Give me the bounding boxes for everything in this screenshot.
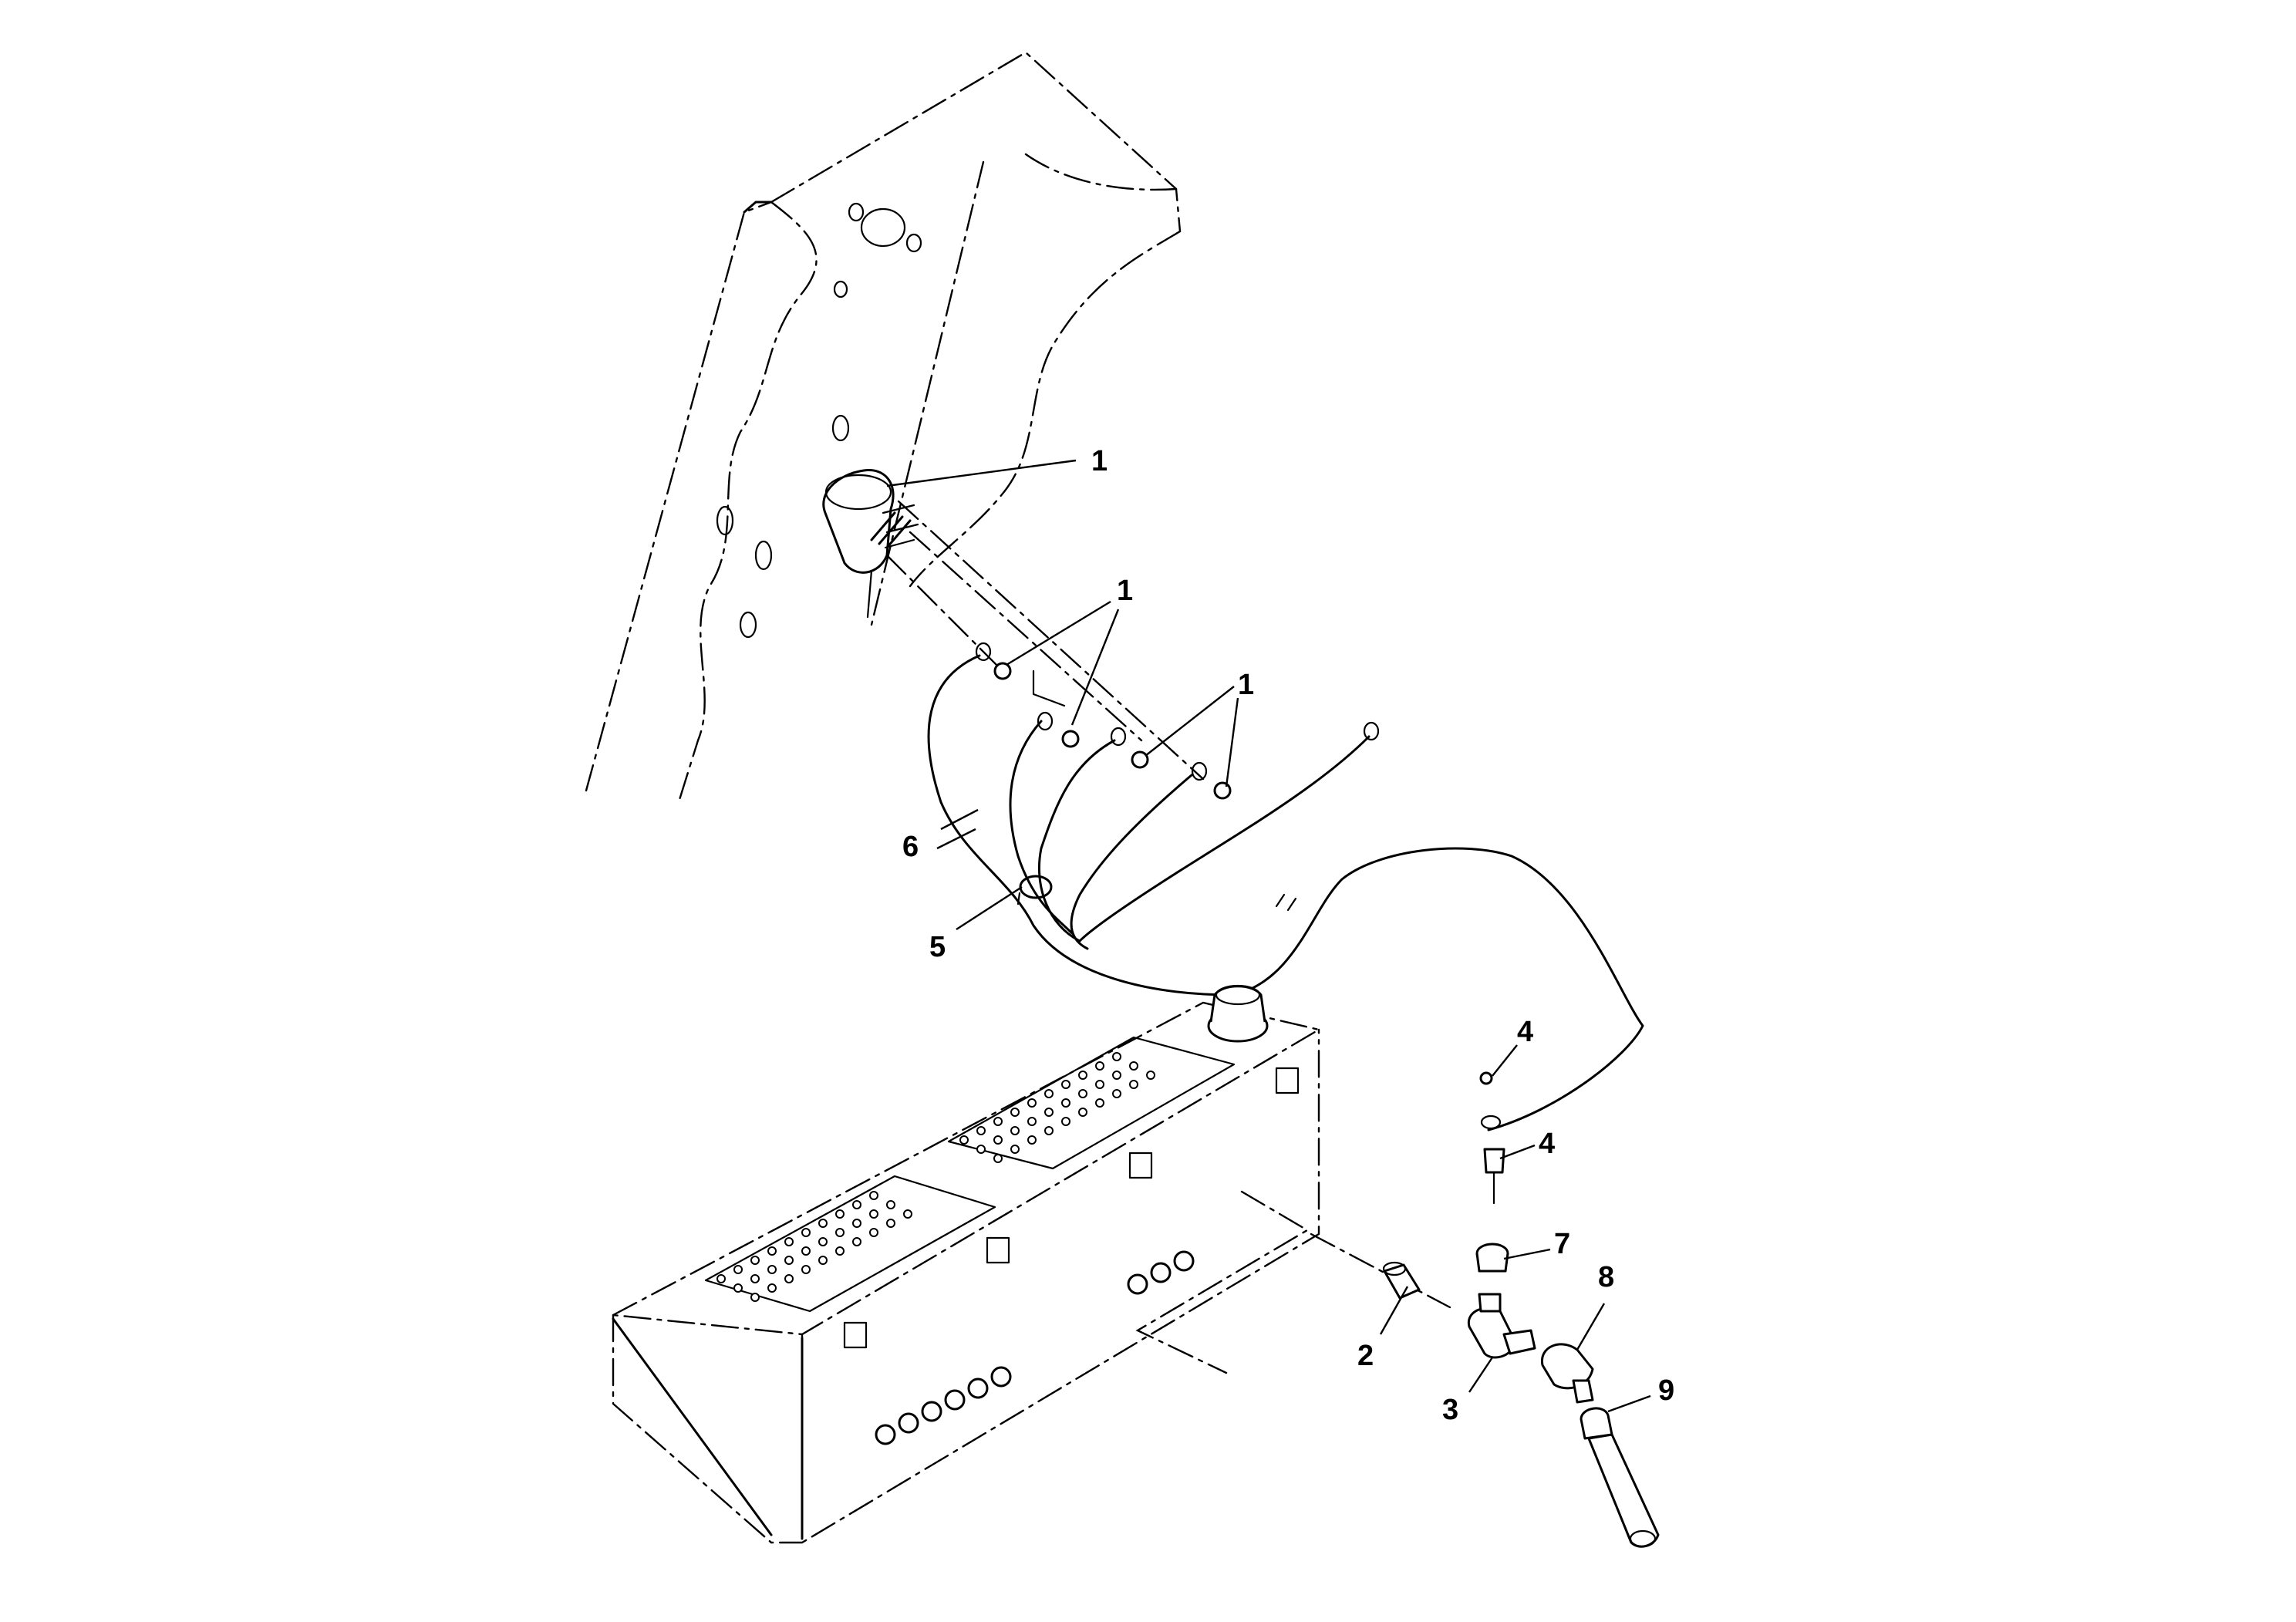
bolt [1044, 1108, 1054, 1117]
bolt [818, 1219, 828, 1228]
callout-leaders [886, 459, 1651, 1413]
callout-1-nut-right: 1 [1238, 669, 1254, 701]
bolt [1061, 1098, 1070, 1108]
bolt [818, 1237, 828, 1246]
bolt [767, 1246, 777, 1256]
chassis-frame [585, 51, 1182, 804]
bolt [1027, 1117, 1037, 1126]
bolt [784, 1237, 794, 1246]
callout-4-sensor: 4 [1539, 1128, 1555, 1160]
bolt [801, 1228, 811, 1237]
bolt [835, 1246, 845, 1256]
bolt [976, 1126, 986, 1135]
bolt [886, 1200, 895, 1209]
bolt [801, 1265, 811, 1274]
bolt [886, 1219, 895, 1228]
bolt [733, 1265, 743, 1274]
bolt [869, 1209, 878, 1219]
callout-6-harness: 6 [902, 831, 919, 863]
bolt [716, 1274, 726, 1283]
bolt [1010, 1108, 1020, 1117]
fuel-tank [609, 984, 1322, 1545]
bolt [1078, 1071, 1087, 1080]
bolt [1146, 1071, 1155, 1080]
bolt [784, 1274, 794, 1283]
bolt [993, 1135, 1003, 1145]
callout-1-sender: 1 [1091, 445, 1108, 477]
bolt [784, 1256, 794, 1265]
bolt [1078, 1089, 1087, 1098]
bolt [852, 1200, 861, 1209]
bolt [835, 1209, 845, 1219]
fuel-fittings [1310, 1071, 1660, 1548]
callout-4-nut: 4 [1517, 1016, 1533, 1048]
callout-1-nut-upper: 1 [1117, 575, 1133, 607]
bolt [750, 1274, 760, 1283]
wiring-harness [927, 654, 1644, 1131]
bolt [852, 1237, 861, 1246]
stud-projection-lines [885, 500, 1205, 781]
bolt [1112, 1089, 1121, 1098]
bolt [1112, 1071, 1121, 1080]
bolt [1095, 1080, 1104, 1089]
bolt [976, 1145, 986, 1154]
bolt [1027, 1098, 1037, 1108]
bolt [818, 1256, 828, 1265]
bolt [903, 1209, 912, 1219]
bolt [1078, 1108, 1087, 1117]
fuel-sender-unit [822, 469, 919, 619]
bolt-grid [716, 1052, 1155, 1302]
bolt [959, 1135, 969, 1145]
bolt [1044, 1089, 1054, 1098]
callout-2-adapter: 2 [1357, 1340, 1374, 1372]
bolt [1010, 1126, 1020, 1135]
bolt [1129, 1061, 1138, 1071]
bolt [1112, 1052, 1121, 1061]
callout-5-cable-tie: 5 [929, 931, 946, 963]
callout-9-hose: 9 [1658, 1374, 1674, 1407]
bolt [733, 1283, 743, 1293]
callout-7-washer: 7 [1554, 1228, 1570, 1260]
bolt [1061, 1117, 1070, 1126]
bolt [993, 1117, 1003, 1126]
bolt [1027, 1135, 1037, 1145]
bolt [1095, 1098, 1104, 1108]
bolt [1095, 1061, 1104, 1071]
bolt [1044, 1126, 1054, 1135]
bolt [750, 1293, 760, 1302]
bolt [1010, 1145, 1020, 1154]
callout-8-elbow: 8 [1598, 1261, 1614, 1293]
terminal-nuts [975, 642, 1380, 800]
bolt [767, 1283, 777, 1293]
callout-labels: 1 1 1 2 3 4 4 5 6 7 8 9 [902, 445, 1674, 1426]
bolt [1129, 1080, 1138, 1089]
bolt [835, 1228, 845, 1237]
bolt [993, 1154, 1003, 1163]
bolt [767, 1265, 777, 1274]
bolt [1061, 1080, 1070, 1089]
bolt [869, 1191, 878, 1200]
bolt [750, 1256, 760, 1265]
callout-3-tee: 3 [1442, 1394, 1458, 1426]
bolt [852, 1219, 861, 1228]
bolt [801, 1246, 811, 1256]
bolt [869, 1228, 878, 1237]
